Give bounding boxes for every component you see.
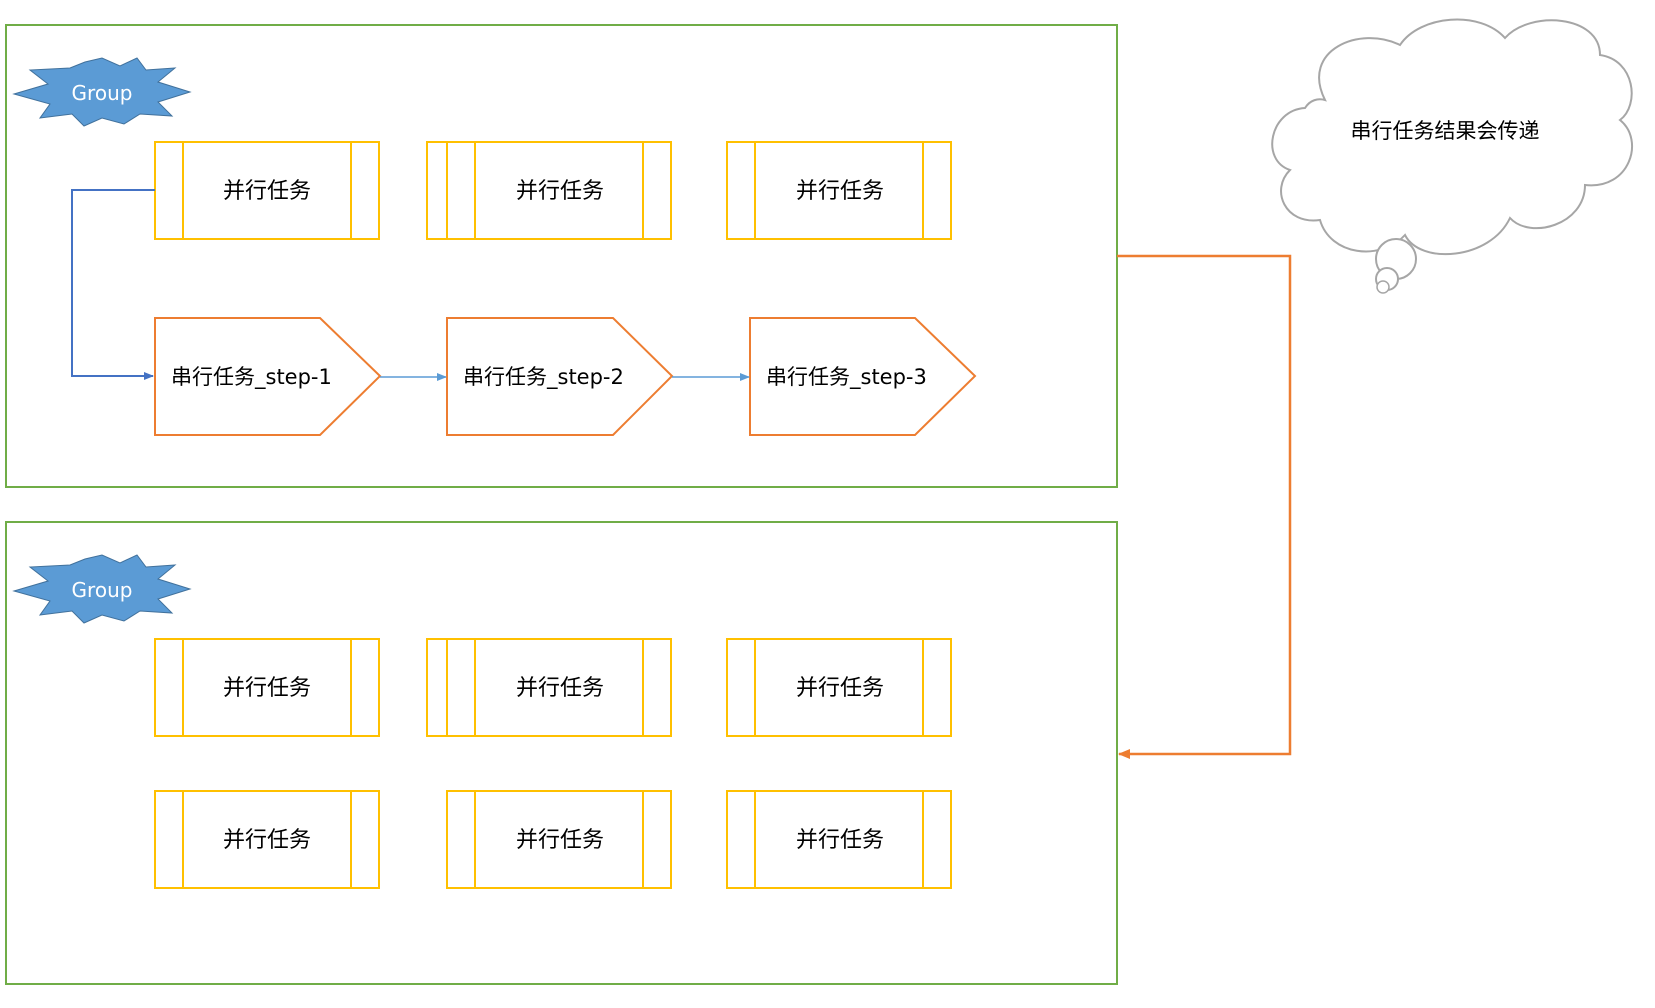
parallel-task: 并行任务 <box>154 141 380 240</box>
connector-blue <box>71 189 155 380</box>
parallel-task: 并行任务 <box>154 638 380 737</box>
serial-task: 串行任务_step-3 <box>749 317 977 436</box>
parallel-task: 并行任务 <box>726 790 952 889</box>
group-1: Group 并行任务 并行任务 并行任务 串行任务_step-1 <box>5 24 1118 488</box>
parallel-task: 并行任务 <box>426 638 672 737</box>
parallel-task: 并行任务 <box>726 141 952 240</box>
parallel-task: 并行任务 <box>154 790 380 889</box>
parallel-task: 并行任务 <box>446 790 672 889</box>
parallel-task: 并行任务 <box>426 141 672 240</box>
parallel-task-label: 并行任务 <box>223 828 311 853</box>
parallel-task-label: 并行任务 <box>796 828 884 853</box>
result-pass-connector <box>1117 254 1292 759</box>
serial-task: 串行任务_step-2 <box>446 317 674 436</box>
group-2: Group 并行任务 并行任务 并行任务 并行任务 <box>5 521 1118 985</box>
group-badge-label: Group <box>72 81 133 105</box>
serial-task-label: 串行任务_step-3 <box>766 365 927 390</box>
group-badge-icon <box>12 554 192 624</box>
parallel-task-label: 并行任务 <box>796 179 884 204</box>
parallel-task-label: 并行任务 <box>796 676 884 701</box>
serial-task: 串行任务_step-1 <box>154 317 382 436</box>
group-badge-icon <box>12 57 192 127</box>
group-badge-label: Group <box>72 578 133 602</box>
thought-cloud: 串行任务结果会传递 <box>1271 18 1634 294</box>
group-1-badge: Group <box>12 57 192 127</box>
serial-task-label: 串行任务_step-2 <box>463 365 624 390</box>
cloud-bubble-icon <box>1376 280 1390 294</box>
group-2-badge: Group <box>12 554 192 624</box>
parallel-task-label: 并行任务 <box>516 676 604 701</box>
parallel-task-label: 并行任务 <box>223 676 311 701</box>
parallel-task-label: 并行任务 <box>223 179 311 204</box>
parallel-task-label: 并行任务 <box>516 828 604 853</box>
cloud-icon <box>1271 18 1634 255</box>
serial-task-label: 串行任务_step-1 <box>171 365 332 390</box>
cloud-text: 串行任务结果会传递 <box>1351 119 1540 143</box>
group-2-container <box>5 521 1118 985</box>
parallel-task: 并行任务 <box>726 638 952 737</box>
parallel-task-label: 并行任务 <box>516 179 604 204</box>
